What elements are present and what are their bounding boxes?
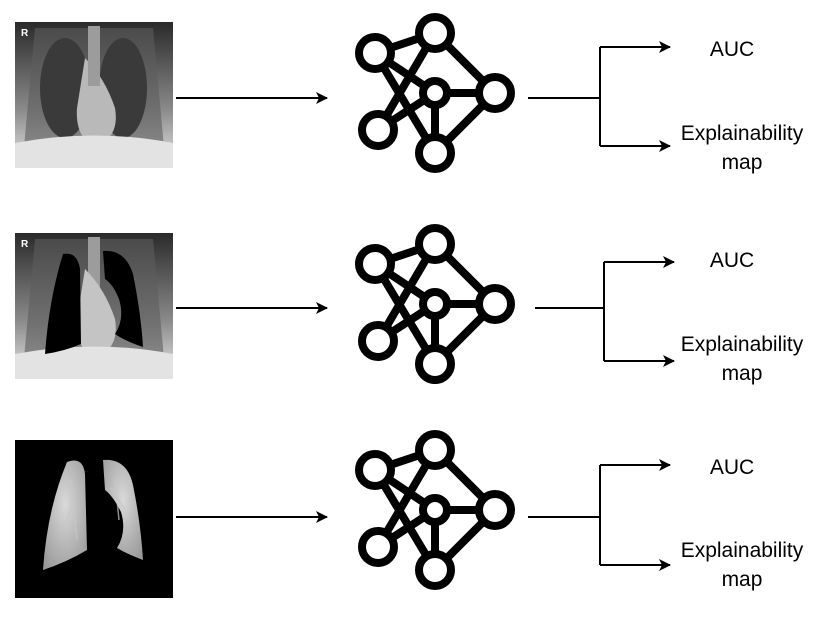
side-marker: R bbox=[21, 28, 29, 39]
explainability-label: Explainability bbox=[680, 333, 804, 356]
connectors bbox=[176, 459, 671, 571]
neural-network-icon bbox=[355, 224, 515, 384]
side-marker: R bbox=[21, 239, 29, 250]
explainability-map-label: map bbox=[721, 568, 763, 591]
auc-label: AUC bbox=[709, 456, 755, 479]
explainability-label: Explainability bbox=[680, 539, 804, 562]
chest-xray-original-image: R bbox=[15, 18, 173, 176]
auc-label: AUC bbox=[709, 249, 755, 272]
connectors bbox=[176, 256, 675, 367]
neural-network-icon bbox=[355, 430, 515, 590]
explainability-map-label: map bbox=[721, 362, 763, 385]
connectors bbox=[176, 41, 671, 152]
neural-network-icon bbox=[355, 13, 515, 173]
chest-xray-lungs-only-image bbox=[15, 440, 173, 598]
explainability-label: Explainability bbox=[680, 122, 804, 145]
explainability-map-label: map bbox=[721, 151, 763, 174]
pipeline-row-3: AUC Explainability map bbox=[0, 430, 834, 610]
pipeline-row-1: R AUC Explainability map bbox=[0, 13, 834, 194]
auc-label: AUC bbox=[709, 38, 755, 61]
chest-xray-lungs-masked-image: R bbox=[15, 229, 173, 387]
pipeline-row-2: R AUC Explainability map bbox=[0, 224, 834, 405]
